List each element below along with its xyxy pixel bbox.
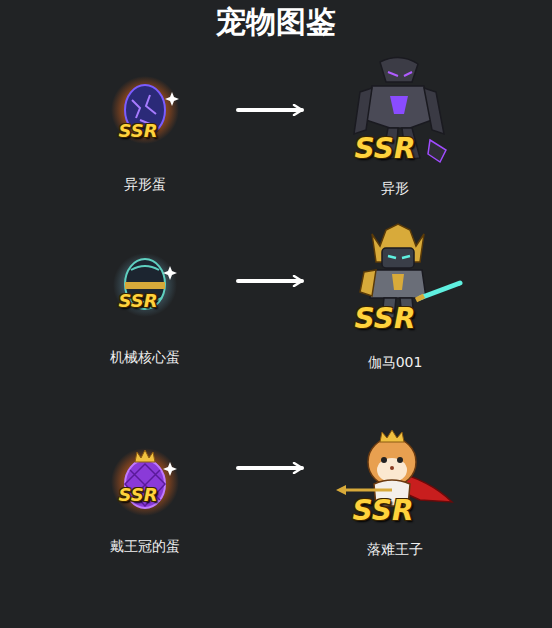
rarity-badge: SSR: [355, 305, 416, 333]
flow-arrow: [238, 279, 302, 283]
name-caption: 落难王子: [302, 539, 488, 559]
alien-pet: [354, 57, 446, 162]
alien-egg: [111, 76, 179, 144]
flow-arrow: [238, 466, 302, 470]
name-caption: 异形: [302, 178, 488, 198]
name-caption: 戴王冠的蛋: [52, 536, 238, 556]
rarity-badge: SSR: [118, 122, 157, 140]
mech-core-egg: [113, 253, 177, 317]
pet-card: SSR 落难王子: [302, 425, 488, 562]
rarity-badge: SSR: [353, 497, 414, 525]
rarity-badge: SSR: [355, 135, 416, 163]
egg-card: SSR 戴王冠的蛋: [52, 440, 238, 560]
gamma-pet: [360, 224, 460, 318]
rarity-badge: SSR: [118, 486, 157, 504]
name-caption: 机械核心蛋: [52, 347, 238, 367]
pet-card: SSR 异形: [302, 55, 488, 201]
rarity-badge: SSR: [118, 292, 157, 310]
pet-card: SSR 伽马001: [302, 225, 488, 375]
name-caption: 异形蛋: [52, 174, 238, 194]
name-caption: 伽马001: [302, 352, 488, 372]
egg-card: SSR 异形蛋: [52, 70, 238, 198]
egg-card: SSR 机械核心蛋: [52, 245, 238, 370]
crown-egg: [111, 448, 179, 516]
prince-pet: [336, 430, 452, 506]
flow-arrow: [238, 108, 302, 112]
page-title: 宠物图鉴: [0, 2, 552, 42]
